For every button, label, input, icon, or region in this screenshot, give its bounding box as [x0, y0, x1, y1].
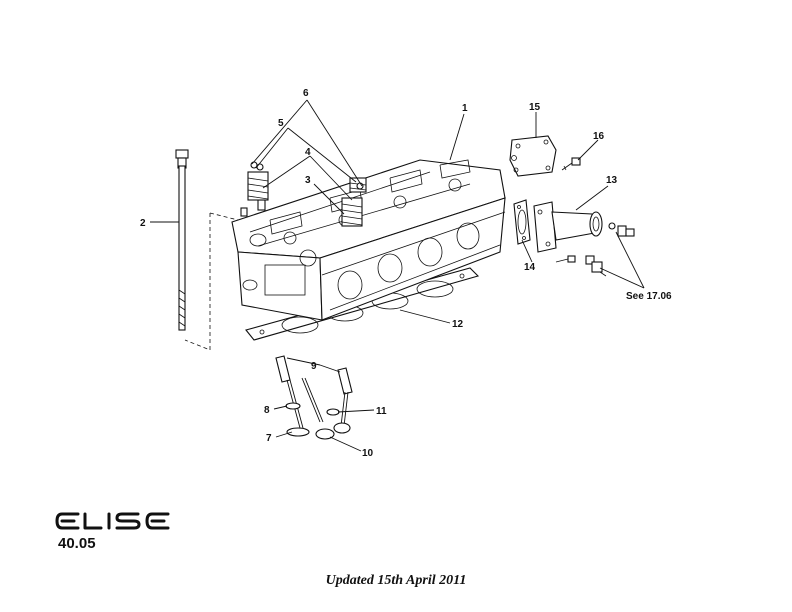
callout-14: 14 [524, 262, 536, 273]
valve-seal-icon [285, 402, 340, 416]
temperature-sensor-icon [608, 222, 635, 237]
elise-logo-icon [55, 512, 170, 530]
thermostat-housing-icon [533, 201, 603, 253]
callout-1: 1 [462, 103, 468, 114]
valve-spring-icon [247, 161, 269, 201]
callout-4: 4 [305, 147, 311, 158]
page-number: 40.05 [58, 535, 96, 552]
temperature-sensor-icon [585, 255, 607, 277]
head-bolt-icon [175, 149, 189, 331]
screw-icon [555, 255, 576, 263]
callout-6: 6 [303, 88, 309, 99]
outlet-gasket-icon [513, 199, 531, 245]
callout-see-17-06: See 17.06 [626, 291, 672, 302]
callout-15: 15 [529, 102, 541, 113]
valve-spring-icon [341, 177, 367, 227]
valve-icon [301, 377, 335, 440]
callout-8: 8 [264, 405, 270, 416]
valve-icon [333, 391, 351, 434]
leader-lines [150, 99, 645, 452]
callout-9: 9 [311, 361, 317, 372]
callout-7: 7 [266, 433, 272, 444]
callout-13: 13 [606, 175, 618, 186]
callout-10: 10 [362, 448, 374, 459]
callout-3: 3 [305, 175, 311, 186]
callout-16: 16 [593, 131, 605, 142]
callout-5: 5 [278, 118, 284, 129]
callout-12: 12 [452, 319, 464, 330]
screw-icon [561, 157, 581, 171]
cylinder-head-icon [231, 159, 506, 321]
cover-plate-icon [509, 135, 557, 177]
callout-11: 11 [376, 406, 387, 417]
updated-footer: Updated 15th April 2011 [325, 573, 467, 588]
callout-2: 2 [140, 218, 146, 229]
